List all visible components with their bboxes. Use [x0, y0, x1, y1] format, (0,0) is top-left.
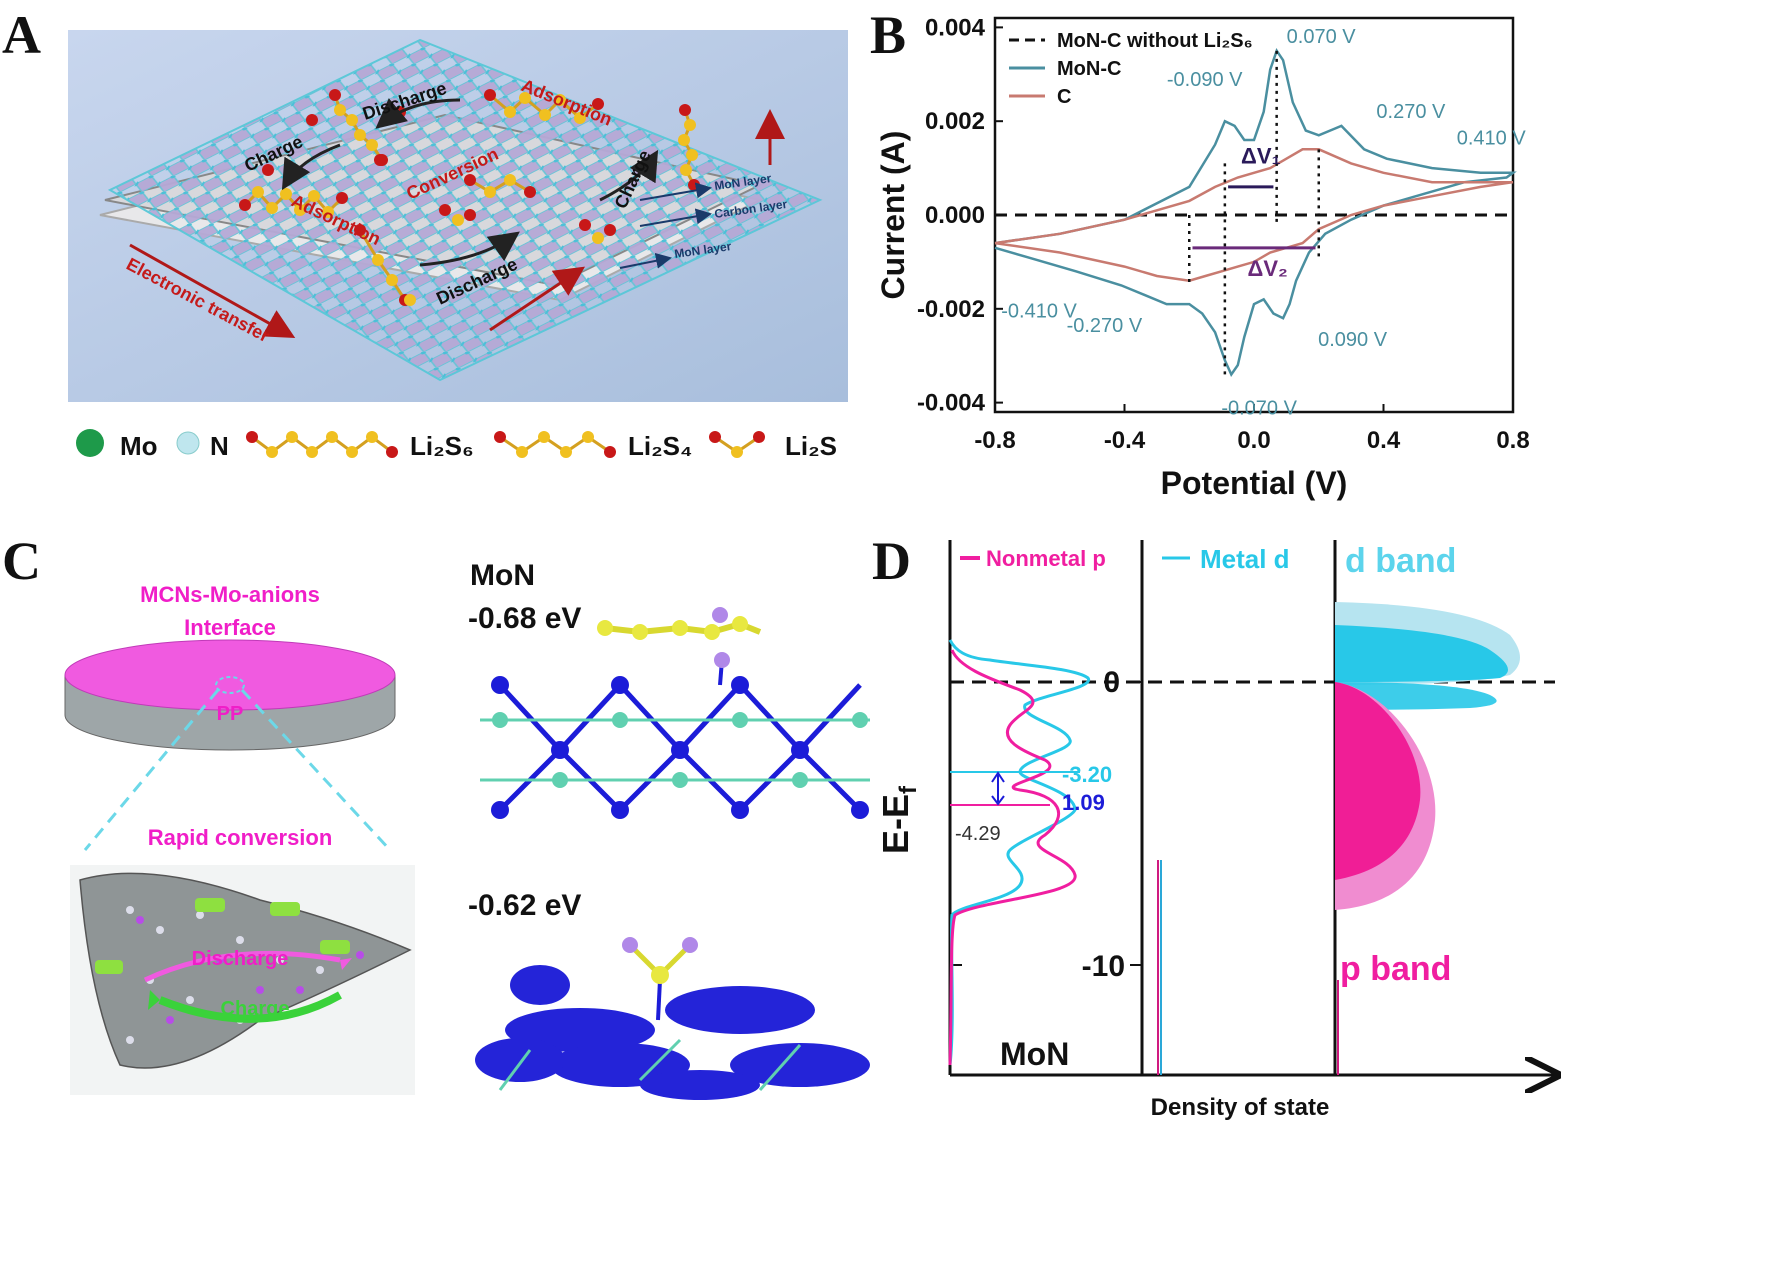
panel-a: A: [0, 0, 870, 490]
nonmetal-p-curve: [948, 649, 1077, 1066]
y-axis-label: Current (A): [875, 131, 911, 300]
dos-x-axis-label: Density of state: [1151, 1094, 1330, 1120]
x-tick-label: 0.0: [1237, 427, 1270, 454]
y-tick-label: 0.004: [925, 14, 986, 41]
annotation-109: 1.09: [1062, 790, 1105, 815]
electron-arrow-left: [129, 243, 296, 338]
label-rapid-conversion: Rapid conversion: [148, 825, 333, 850]
legend-label: MoN-C: [1057, 58, 1121, 80]
x-tick-label: -0.4: [1104, 427, 1146, 454]
label-d-band: d band: [1345, 542, 1456, 580]
legend-n: N: [210, 431, 229, 461]
label-charge: Charge: [221, 998, 290, 1020]
series-line-mon-c: [994, 48, 1517, 378]
discharge-arrow-bottom: [419, 231, 520, 267]
d-band: [1335, 625, 1508, 682]
panel-a-illustration: Discharge Charge Adsorption Conversion A…: [68, 30, 848, 461]
label-discharge: Discharge: [192, 948, 289, 970]
legend-li2s6: Li₂S₆: [410, 431, 474, 461]
legend-mo: Mo: [120, 431, 158, 461]
mo-atom-icon: [76, 429, 104, 457]
legend-label: C: [1057, 86, 1071, 108]
discharge-arrow-top: [375, 98, 461, 129]
peak-annotation: 0.070 V: [1287, 26, 1357, 48]
y-tick-label: 0.002: [925, 108, 985, 135]
label-interface-line2: Interface: [184, 615, 276, 640]
panel-a-legend: Mo N Li₂S₆ Li₂S₄ Li₂S: [76, 429, 837, 461]
delta-v2-label: ΔV₂: [1248, 256, 1288, 281]
pp-disk-top: [64, 639, 396, 711]
annotation-m429: -4.29: [955, 823, 1001, 845]
peak-annotation: -0.070 V: [1221, 397, 1297, 419]
y-tick-label: -0.002: [917, 296, 985, 323]
legend-li2s4: Li₂S₄: [628, 431, 692, 461]
panel-b-letter: B: [870, 5, 907, 65]
electron-arrow-bottom: [489, 266, 585, 332]
dos-y-axis-label: E-Ef: [875, 785, 922, 854]
dos-chart: Nonmetal p Metal d d band p band 0 -10 -…: [875, 540, 1772, 1121]
cv-chart: -0.8 -0.4 0.0 0.4 0.8 -0.004 -0.002 0.000 0.002 0…: [875, 14, 1530, 501]
p-band: [1335, 682, 1421, 880]
x-tick-label: -0.8: [974, 427, 1015, 454]
panel-c-illustration: MCNs-Mo-anions Interface PP Rapid conver…: [64, 559, 875, 1100]
label-energy-top: -0.68 eV: [468, 602, 581, 635]
label-mon-d: MoN: [1000, 1036, 1069, 1072]
tick-label-0: 0: [1103, 666, 1120, 699]
panel-c-letter: C: [2, 531, 41, 591]
peak-annotation: 0.410 V: [1457, 128, 1527, 150]
charge-arrow-left: [281, 143, 341, 191]
n-atom-icon: [176, 431, 200, 455]
legend-metal-d: Metal d: [1200, 544, 1290, 574]
mon-structure-bottom: [475, 937, 875, 1100]
legend-li2s: Li₂S: [785, 431, 837, 461]
y-tick-label: 0.000: [925, 202, 985, 229]
panel-b: B -0.8 -0.4 0.0 0.4 0.8 -0.004 -0.002 0.000 0.00…: [870, 0, 1772, 510]
peak-annotation: -0.270 V: [1067, 315, 1143, 337]
legend-nonmetal-p: Nonmetal p: [986, 546, 1106, 571]
delta-v1-label: ΔV₁: [1241, 143, 1281, 168]
peak-annotation: 0.090 V: [1318, 329, 1388, 351]
label-pp: PP: [217, 703, 244, 725]
series-line-c: [994, 148, 1514, 282]
label-interface-line1: MCNs-Mo-anions: [140, 582, 320, 607]
x-tick-label: 0.4: [1367, 427, 1401, 454]
discharge-arrow: [143, 950, 341, 983]
peak-annotation: -0.090 V: [1167, 69, 1243, 91]
peak-annotation: -0.410 V: [1001, 300, 1077, 322]
curved-sheet: [79, 872, 412, 1069]
x-tick-label: 0.8: [1496, 427, 1529, 454]
panel-d-letter: D: [872, 531, 911, 591]
panel-c: C MCNs-Mo-anions Interface PP Rapid conv…: [0, 520, 880, 1110]
panel-d: D Nonmetal: [870, 520, 1772, 1121]
peak-annotation: 0.270 V: [1376, 101, 1446, 123]
charge-arrow: [158, 991, 342, 1023]
legend-label: MoN-C without Li₂S₆: [1057, 30, 1253, 52]
zoom-spot: [215, 676, 245, 694]
charge-arrow-right: [599, 149, 659, 202]
label-energy-bottom: -0.62 eV: [468, 889, 581, 922]
label-mon: MoN: [470, 559, 535, 592]
mon-structure-top: [470, 607, 870, 830]
annotation-m320: -3.20: [1062, 762, 1112, 787]
zoom-line-left: [83, 689, 220, 851]
panel-a-letter: A: [2, 5, 41, 65]
y-tick-label: -0.004: [917, 390, 986, 417]
zoom-line-right: [240, 688, 392, 852]
metal-d-curve: [948, 639, 1090, 1066]
x-axis-label: Potential (V): [1161, 465, 1348, 501]
mon-layer-top-sheet: [107, 38, 823, 382]
tick-label-m10: -10: [1082, 950, 1125, 983]
label-p-band: p band: [1340, 950, 1451, 988]
